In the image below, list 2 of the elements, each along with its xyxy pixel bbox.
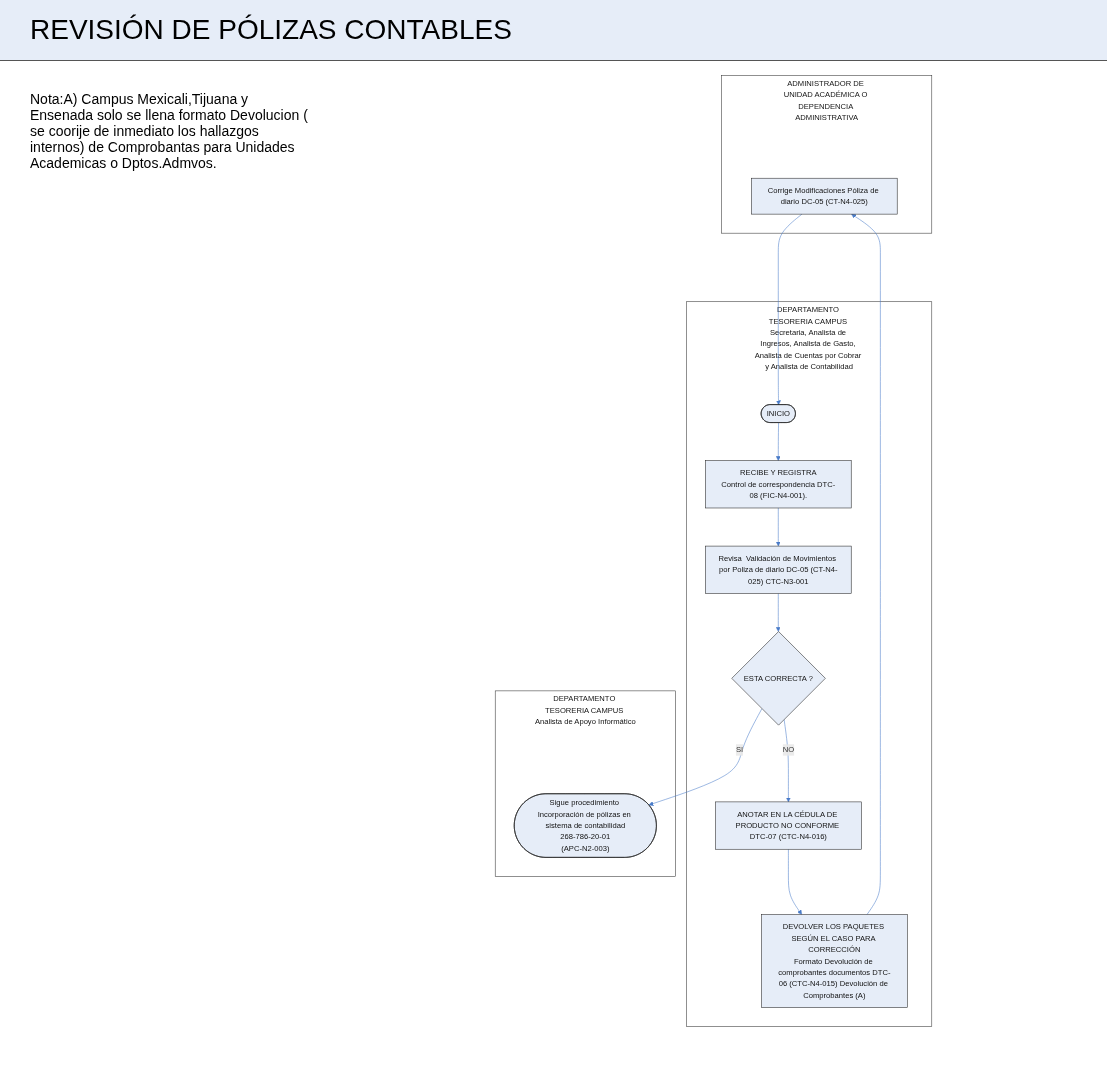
diagram-title: REVISIÓN DE PÓLIZAS CONTABLES — [0, 0, 1107, 61]
note-text: Nota:A) Campus Mexicali,Tijuana y Ensenada solo se llena formato Devolucion ( se coorije de inmediato los hallazgos internos) de Comprobantas para Unidades Academicas o Dptos.Admvos. — [29, 90, 309, 173]
